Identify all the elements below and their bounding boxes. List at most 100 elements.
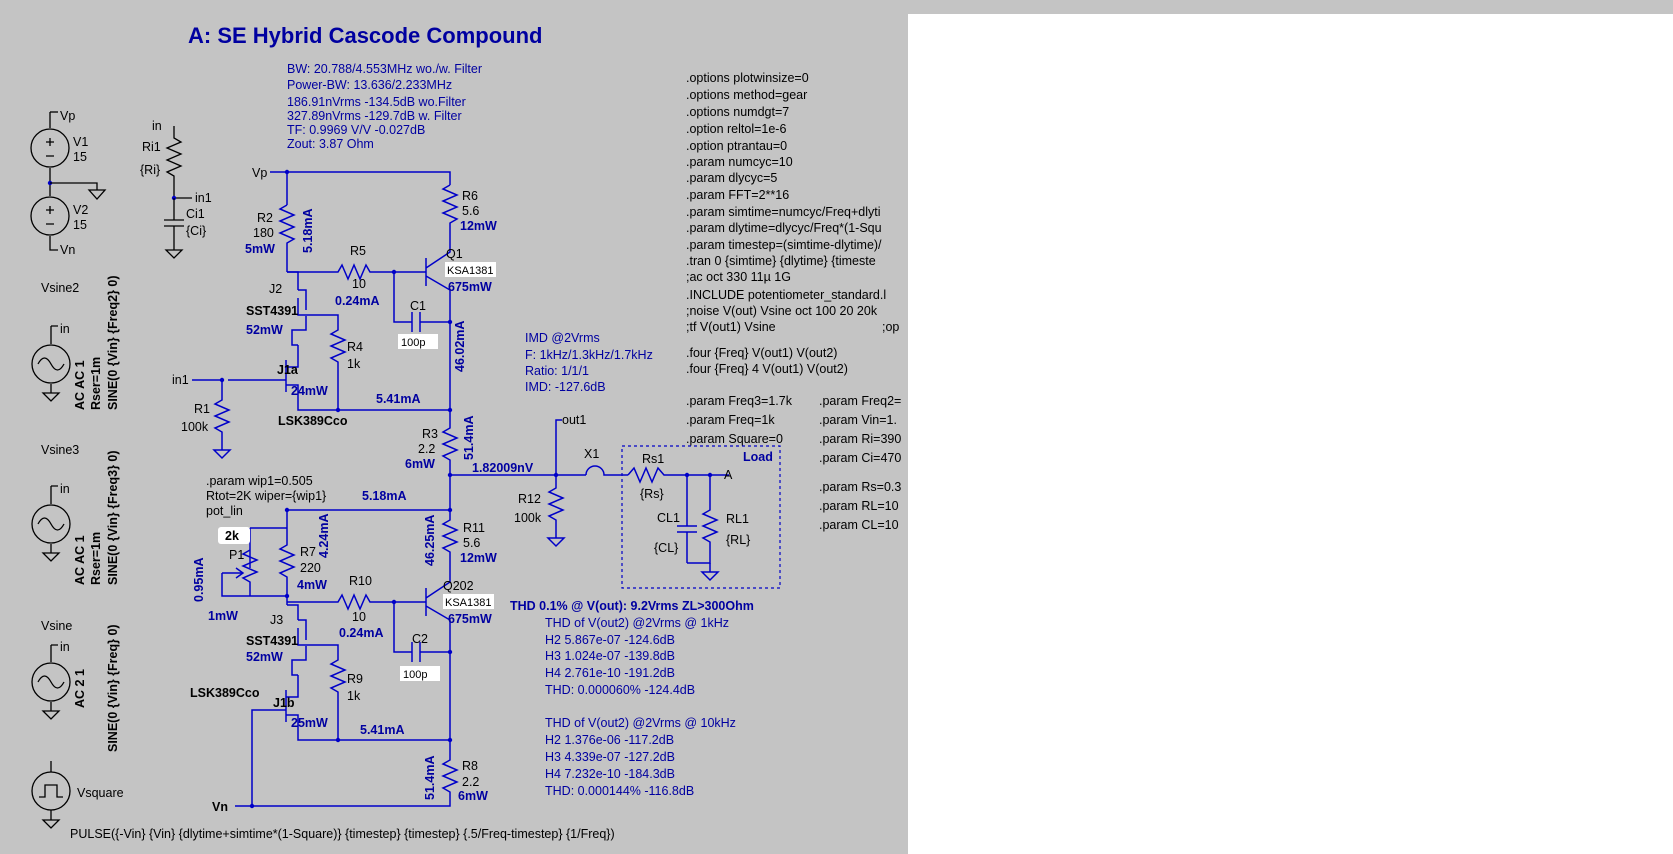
svg-text:Rser=1m: Rser=1m: [89, 532, 103, 585]
thd-1k-line: H2 5.867e-07 -124.6dB: [545, 633, 675, 647]
ci1-label: Ci1: [186, 207, 205, 221]
ri1-label: Ri1: [142, 140, 161, 154]
directive-line: ;tf V(out1) Vsine: [686, 320, 776, 334]
directive-line: .options method=gear: [686, 88, 807, 102]
q1-power: 675mW: [448, 280, 492, 294]
in1-label: in1: [195, 191, 212, 205]
schematic-canvas: A: SE Hybrid Cascode Compound BW: 20.788…: [0, 0, 908, 854]
thd-1k-line: THD: 0.000060% -124.4dB: [545, 683, 695, 697]
r2-label: R2: [257, 211, 273, 225]
pot-param-line: .param wip1=0.505: [206, 474, 313, 488]
j1a-model: LSK389Cco: [278, 414, 348, 428]
result-tf: TF: 0.9969 V/V -0.027dB: [287, 123, 425, 137]
q1-label: Q1: [446, 247, 463, 261]
q202-label: Q202: [443, 579, 474, 593]
component-labels: Vp R2 180 5mW 5.18mA R6 5.6 12mW R5 10 0…: [172, 166, 773, 814]
r11-power: 12mW: [460, 551, 497, 565]
svg-text:SINE(0 {Vin} {Freq2} 0): SINE(0 {Vin} {Freq2} 0): [106, 275, 120, 410]
r7-power: 4mW: [297, 578, 327, 592]
r1-value: 100k: [181, 420, 209, 434]
r1-label: R1: [194, 402, 210, 416]
j3-model: SST4391: [246, 634, 298, 648]
q202-power: 675mW: [448, 612, 492, 626]
result-power-bw: Power-BW: 13.636/2.233MHz: [287, 78, 452, 92]
p1-label: P1: [229, 548, 244, 562]
vn-bottom-label: Vn: [212, 800, 228, 814]
directive-line: .param numcyc=10: [686, 155, 793, 169]
directive-line: .param dlycyc=5: [686, 171, 777, 185]
cl1-label: CL1: [657, 511, 680, 525]
r9-value: 1k: [347, 689, 361, 703]
vsine-spec-2: SINE(0 {Vin} {Freq} 0): [106, 624, 120, 752]
svg-text:SINE(0 {Vin} {Freq3} 0): SINE(0 {Vin} {Freq3} 0): [106, 450, 120, 585]
r7-label: R7: [300, 545, 316, 559]
q1-model: KSA1381: [447, 265, 493, 277]
j3-label: J3: [270, 613, 283, 627]
param-cl: .param CL=10: [819, 518, 899, 532]
thd-10k-line: H4 7.232e-10 -184.3dB: [545, 767, 675, 781]
vp-label: Vp: [60, 109, 75, 123]
directive-op: ;op: [882, 320, 899, 334]
svg-text:AC AC 1: AC AC 1: [73, 360, 87, 410]
j1a-current: 5.41mA: [376, 392, 420, 406]
directive-line: .options plotwinsize=0: [686, 71, 809, 85]
out1-label: out1: [562, 413, 586, 427]
pot-param-line: Rtot=2K wiper={wip1}: [206, 489, 326, 503]
r10-value: 10: [352, 610, 366, 624]
directive-line: .option ptrantau=0: [686, 139, 787, 153]
q1-current: 46.02mA: [453, 321, 467, 372]
v2-label: V2: [73, 203, 88, 217]
thd-10k-line: THD of V(out2) @2Vrms @ 10kHz: [545, 716, 736, 730]
r9-label: R9: [347, 672, 363, 686]
thd-1k-line: THD of V(out2) @2Vrms @ 1kHz: [545, 616, 729, 630]
r11-value: 5.6: [463, 536, 480, 550]
pot-param-line: pot_lin: [206, 504, 243, 518]
r3-value: 2.2: [418, 442, 435, 456]
in1-left-label: in1: [172, 373, 189, 387]
directive-line: .param simtime=numcyc/Freq+dlyti: [686, 205, 881, 219]
j1a-label: J1a: [277, 363, 299, 377]
vsquare-label: Vsquare: [77, 786, 124, 800]
vp-rail-label: Vp: [252, 166, 267, 180]
param-ci: .param Ci=470: [819, 451, 901, 465]
r4-value: 1k: [347, 357, 361, 371]
imd-line: IMD @2Vrms: [525, 331, 600, 345]
in-label: in: [152, 119, 162, 133]
r4-label: R4: [347, 340, 363, 354]
param-freq3: .param Freq3=1.7k: [686, 394, 793, 408]
r5-value: 10: [352, 277, 366, 291]
vsine2-spec: AC AC 1 Rser=1m SINE(0 {Vin} {Freq2} 0): [73, 275, 120, 410]
spice-directives: .options plotwinsize=0 .options method=g…: [686, 71, 899, 376]
r11-label: R11: [463, 521, 485, 535]
vn-label: Vn: [60, 243, 75, 257]
j2-model: SST4391: [246, 304, 298, 318]
thd-10k-line: H2 1.376e-06 -117.2dB: [545, 733, 674, 747]
directive-line: .INCLUDE potentiometer_standard.l: [686, 288, 886, 302]
j1b-power: 25mW: [291, 716, 328, 730]
thd-1k-line: H3 1.024e-07 -139.8dB: [545, 649, 675, 663]
vsine-spec: AC 2 1: [73, 669, 87, 708]
top-current: 5.18mA: [362, 489, 406, 503]
rs1-value: {Rs}: [640, 487, 664, 501]
thd-main: THD 0.1% @ V(out): 9.2Vrms ZL>300Ohm: [510, 599, 754, 613]
directive-line: ;noise V(out) Vsine oct 100 20 20k: [686, 304, 878, 318]
param-rs: .param Rs=0.3: [819, 480, 901, 494]
param-freq2: .param Freq2=: [819, 394, 901, 408]
vsine2-in: in: [60, 322, 70, 336]
param-vin: .param Vin=1.: [819, 413, 897, 427]
r12-label: R12: [518, 492, 541, 506]
param-square: .param Square=0: [686, 432, 783, 446]
supply-sources: Vp V1 15 V2 15 Vn: [30, 109, 107, 257]
r8-current: 51.4mA: [423, 756, 437, 800]
result-bw: BW: 20.788/4.553MHz wo./w. Filter: [287, 62, 482, 76]
c1-label: C1: [410, 299, 426, 313]
r5-current: 0.24mA: [335, 294, 379, 308]
v1-label: V1: [73, 135, 88, 149]
p1-current: 0.95mA: [192, 558, 206, 602]
vsine3-label: Vsine3: [41, 443, 79, 457]
vsine-label: Vsine: [41, 619, 72, 633]
r3-power: 6mW: [405, 457, 435, 471]
j3-power: 52mW: [246, 650, 283, 664]
r6-power: 12mW: [460, 219, 497, 233]
result-noise-2: 327.89nVrms -129.7dB w. Filter: [287, 109, 462, 123]
